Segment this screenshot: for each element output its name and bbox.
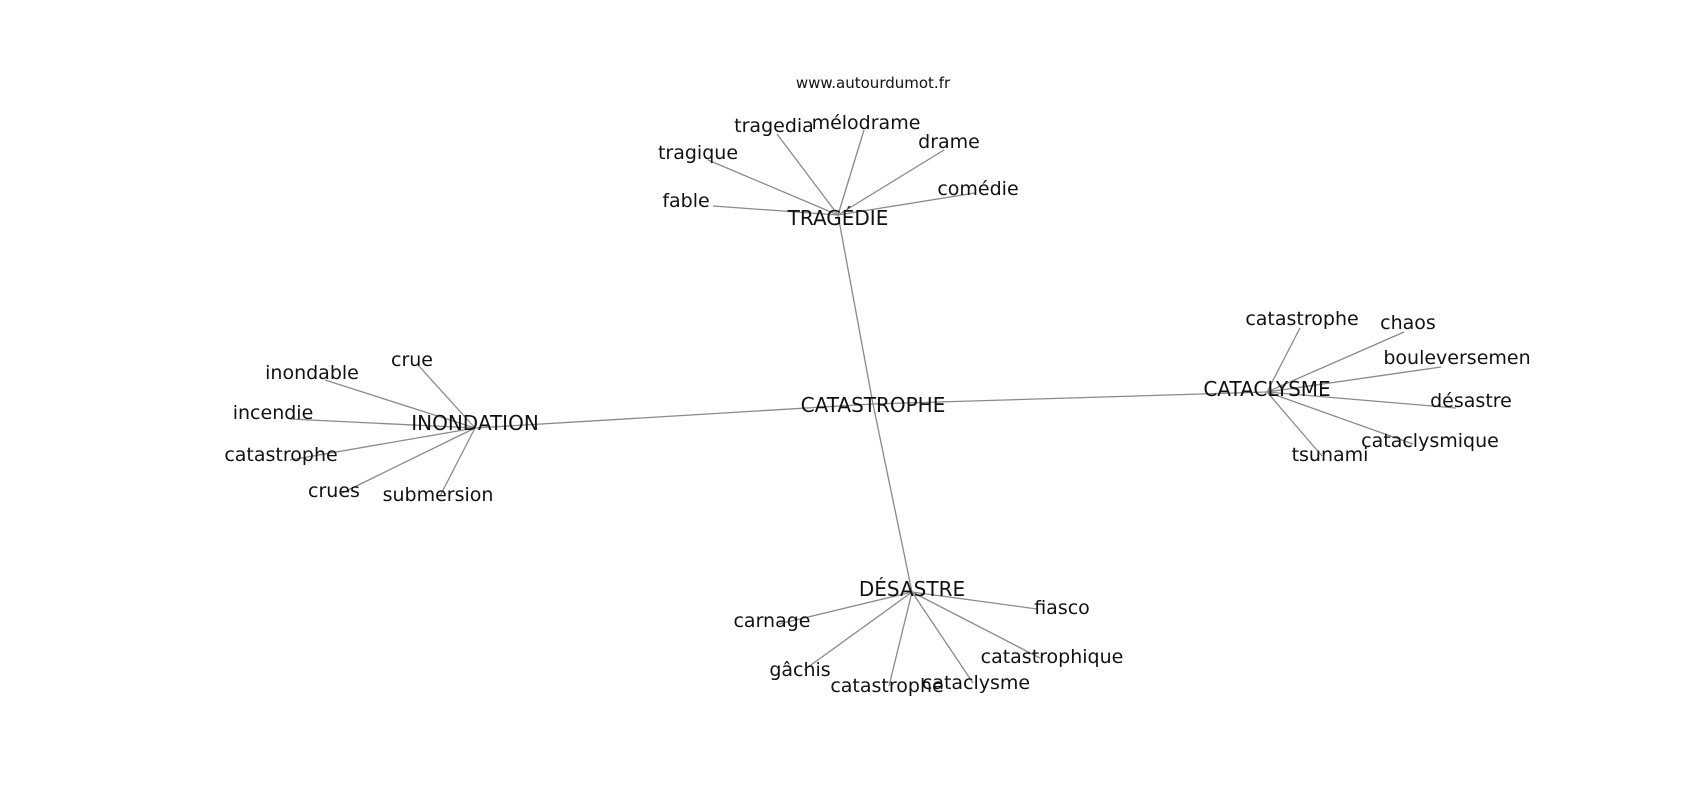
related-word-node[interactable]: fable: [662, 190, 709, 212]
related-word-node[interactable]: désastre: [1430, 390, 1512, 412]
edge-hub-to-word: [1266, 327, 1301, 393]
edge-hub-to-word: [837, 149, 945, 216]
edge-center-to-hub: [872, 391, 1268, 405]
related-word-node[interactable]: cataclysmique: [1361, 430, 1499, 452]
edge-hub-to-word: [289, 427, 476, 461]
related-word-node[interactable]: cataclysme: [922, 672, 1030, 694]
edge-center-to-hub: [474, 403, 874, 429]
edge-hub-to-word: [1266, 391, 1323, 457]
edge-hub-to-word: [712, 205, 839, 216]
edge-hub-to-word: [1266, 391, 1457, 409]
related-word-node[interactable]: submersion: [383, 484, 494, 506]
related-word-node[interactable]: catastrophe: [224, 444, 337, 466]
related-word-node[interactable]: gâchis: [769, 659, 830, 681]
edge-center-to-hub: [837, 214, 874, 405]
edge-hub-to-word: [1266, 391, 1414, 445]
related-word-node[interactable]: catastrophe: [1245, 308, 1358, 330]
hub-word-node[interactable]: TRAGÉDIE: [787, 206, 889, 230]
hub-word-node[interactable]: CATACLYSME: [1203, 377, 1330, 401]
edge-hub-to-word: [837, 129, 865, 216]
edge-hub-to-word: [417, 364, 476, 429]
node-labels: CATASTROPHE TRAGÉDIE fable tragique tragedia…: [224, 112, 1530, 697]
related-word-node[interactable]: fiasco: [1034, 597, 1090, 619]
source-url: www.autourdumot.fr: [796, 74, 951, 92]
related-word-node[interactable]: mélodrame: [812, 112, 921, 134]
edge-hub-to-word: [324, 379, 476, 429]
edge-hub-to-word: [776, 133, 839, 216]
edge-hub-to-word: [1266, 366, 1442, 393]
edge-hub-to-word: [289, 418, 476, 429]
edge-hub-to-word: [911, 591, 1041, 659]
hub-word-node[interactable]: INONDATION: [411, 411, 539, 435]
related-word-node[interactable]: incendie: [233, 402, 314, 424]
related-word-node[interactable]: chaos: [1380, 312, 1436, 334]
edge-hub-to-word: [439, 427, 476, 497]
related-word-node[interactable]: inondable: [265, 362, 359, 384]
related-word-node[interactable]: drame: [918, 131, 980, 153]
edge-hub-to-word: [888, 591, 913, 687]
edge-hub-to-word: [911, 591, 974, 684]
edge-hub-to-word: [1266, 331, 1405, 393]
edge-hub-to-word: [778, 591, 913, 625]
related-word-node[interactable]: tsunami: [1292, 444, 1369, 466]
related-word-node[interactable]: comédie: [937, 178, 1018, 200]
edge-hub-to-word: [803, 591, 913, 671]
related-word-node[interactable]: tragedia: [734, 115, 814, 137]
edges: [289, 129, 1457, 687]
related-word-node[interactable]: tragique: [658, 142, 738, 164]
related-word-node[interactable]: carnage: [733, 610, 810, 632]
related-word-node[interactable]: crue: [391, 349, 433, 371]
hub-word-node[interactable]: DÉSASTRE: [859, 577, 965, 601]
edge-center-to-hub: [872, 403, 913, 593]
related-word-node[interactable]: catastrophe: [830, 675, 943, 697]
edge-hub-to-word: [911, 591, 1038, 610]
edge-hub-to-word: [707, 159, 839, 216]
related-word-node[interactable]: catastrophique: [981, 646, 1124, 668]
edge-hub-to-word: [339, 427, 476, 495]
edge-hub-to-word: [837, 192, 976, 216]
related-word-node[interactable]: bouleversemen: [1383, 347, 1530, 369]
center-word-node[interactable]: CATASTROPHE: [801, 393, 946, 417]
related-word-node[interactable]: crues: [308, 480, 360, 502]
